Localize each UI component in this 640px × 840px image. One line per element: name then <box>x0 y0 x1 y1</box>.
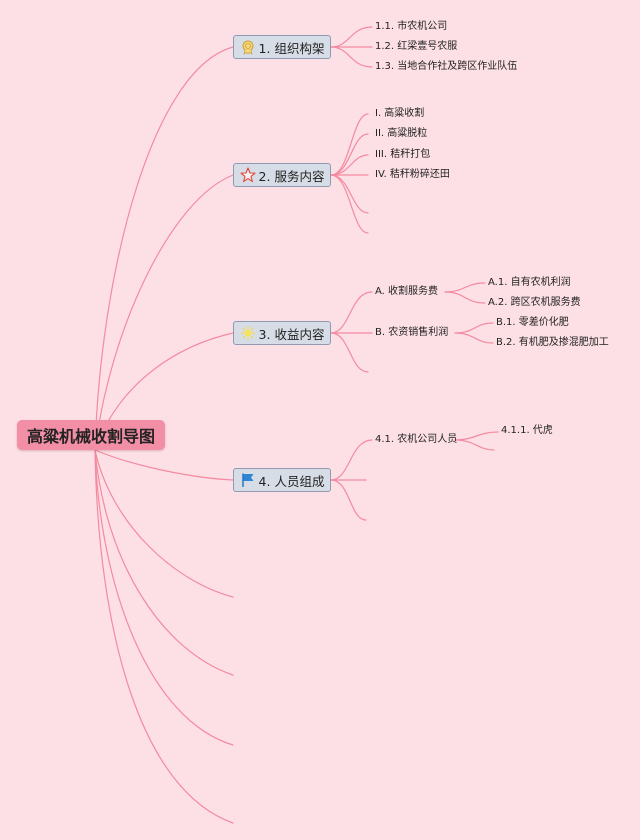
connector-b1-c3 <box>330 46 373 68</box>
branch-topic-1[interactable]: 1. 组织构架 <box>233 35 331 59</box>
connector-root-empty-1 <box>94 449 234 598</box>
subtopic-2-3[interactable]: III. 秸秆打包 <box>375 149 431 160</box>
connector-b4a-g1 <box>454 431 499 441</box>
blue-flag-icon <box>241 473 254 487</box>
subtopic-2-1[interactable]: I. 高粱收割 <box>375 108 425 119</box>
connector-b2-empty-1 <box>330 174 369 214</box>
connector-b2-c2 <box>330 133 369 176</box>
connector-root-empty-3 <box>94 449 234 746</box>
subtopic-3-a-2[interactable]: A.2. 跨区农机服务费 <box>488 297 581 308</box>
subtopic-4-1[interactable]: 4.1. 农机公司人员 <box>375 434 458 445</box>
subtopic-3-a[interactable]: A. 收割服务费 <box>375 286 439 297</box>
connector-root-branch-1 <box>94 46 234 451</box>
branch-topic-4[interactable]: 4. 人员组成 <box>233 468 331 492</box>
star-outline-icon <box>239 167 256 183</box>
subtopic-3-b-2[interactable]: B.2. 有机肥及掺混肥加工 <box>496 337 609 348</box>
branch-topic-3-label: 3. 收益内容 <box>258 326 325 342</box>
root-topic-label: 高粱机械收割导图 <box>26 427 155 446</box>
subtopic-4-1-1[interactable]: 4.1.1. 代虎 <box>501 425 553 436</box>
connector-b3a-g1 <box>444 282 486 293</box>
connector-b3b-g1 <box>454 322 494 334</box>
root-topic[interactable]: 高粱机械收割导图 <box>17 420 165 450</box>
subtopic-3-a-1[interactable]: A.1. 自有农机利润 <box>488 277 571 288</box>
connector-b2-empty-2 <box>330 174 369 234</box>
subtopic-1-2[interactable]: 1.2. 红梁壹号农服 <box>375 41 458 52</box>
connector-b3a-g2 <box>444 291 486 304</box>
connector-b4-empty-2 <box>330 479 367 521</box>
branch-topic-4-label: 4. 人员组成 <box>258 473 325 489</box>
subtopic-2-4[interactable]: IV. 秸秆粉碎还田 <box>375 169 450 180</box>
connector-root-empty-2 <box>94 449 234 676</box>
connector-b3b-g2 <box>454 332 494 344</box>
connector-root-branch-2 <box>94 174 234 451</box>
connector-b3-c1 <box>330 291 373 334</box>
branch-topic-2[interactable]: 2. 服务内容 <box>233 163 331 187</box>
subtopic-3-b[interactable]: B. 农资销售利润 <box>375 327 449 338</box>
subtopic-1-3[interactable]: 1.3. 当地合作社及跨区作业队伍 <box>375 61 518 72</box>
branch-topic-1-label: 1. 组织构架 <box>258 40 325 56</box>
connector-b1-c1 <box>330 26 373 48</box>
connector-b3-empty <box>330 332 369 373</box>
ribbon-medal-icon <box>242 40 254 55</box>
branch-topic-2-label: 2. 服务内容 <box>258 168 325 184</box>
subtopic-3-b-1[interactable]: B.1. 零差价化肥 <box>496 317 569 328</box>
connector-b4a-empty <box>454 439 495 451</box>
subtopic-2-2[interactable]: II. 高粱脱粒 <box>375 128 428 139</box>
branch-topic-3[interactable]: 3. 收益内容 <box>233 321 331 345</box>
subtopic-1-1[interactable]: 1.1. 市农机公司 <box>375 21 448 32</box>
connector-root-branch-4 <box>94 449 234 481</box>
connector-root-empty-4 <box>94 449 234 824</box>
connector-b4-c1 <box>330 439 373 481</box>
sun-icon <box>240 326 255 340</box>
